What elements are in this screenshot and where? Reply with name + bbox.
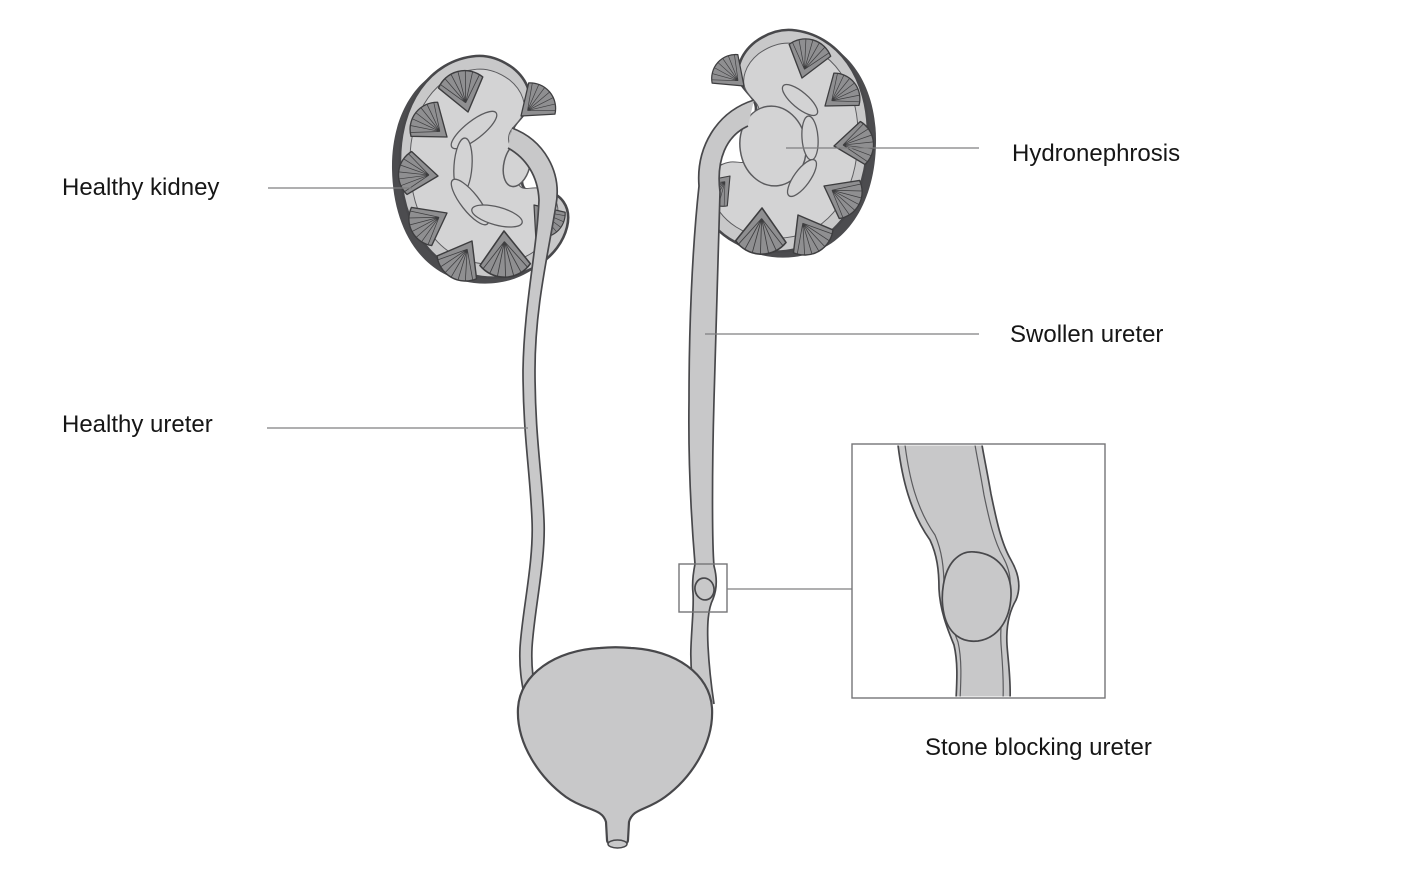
stone-highlight-box <box>678 563 728 613</box>
kidney-stone <box>694 577 715 601</box>
hydronephrotic-kidney-illustration <box>693 28 877 264</box>
swollen-ureter-illustration <box>688 99 755 705</box>
label-swollen-ureter: Swollen ureter <box>1010 321 1164 348</box>
inset-ureter-wall <box>981 445 1020 697</box>
label-healthy-kidney: Healthy kidney <box>62 174 220 201</box>
label-stone-blocking-ureter: Stone blocking ureter <box>925 734 1152 761</box>
healthy-ureter-illustration <box>507 127 558 701</box>
dilated-renal-pelvis <box>739 83 819 198</box>
label-healthy-ureter: Healthy ureter <box>62 411 213 438</box>
inset-magnified-view <box>851 443 1106 699</box>
leader-lines <box>267 147 979 590</box>
bladder-illustration <box>516 646 714 849</box>
kidney-stone-magnified <box>941 550 1012 643</box>
inset-ureter-wall <box>897 445 958 697</box>
label-hydronephrosis: Hydronephrosis <box>1012 140 1181 167</box>
inset-contents <box>897 445 1020 697</box>
inset-border <box>851 443 1106 699</box>
urethra-opening <box>607 839 628 849</box>
